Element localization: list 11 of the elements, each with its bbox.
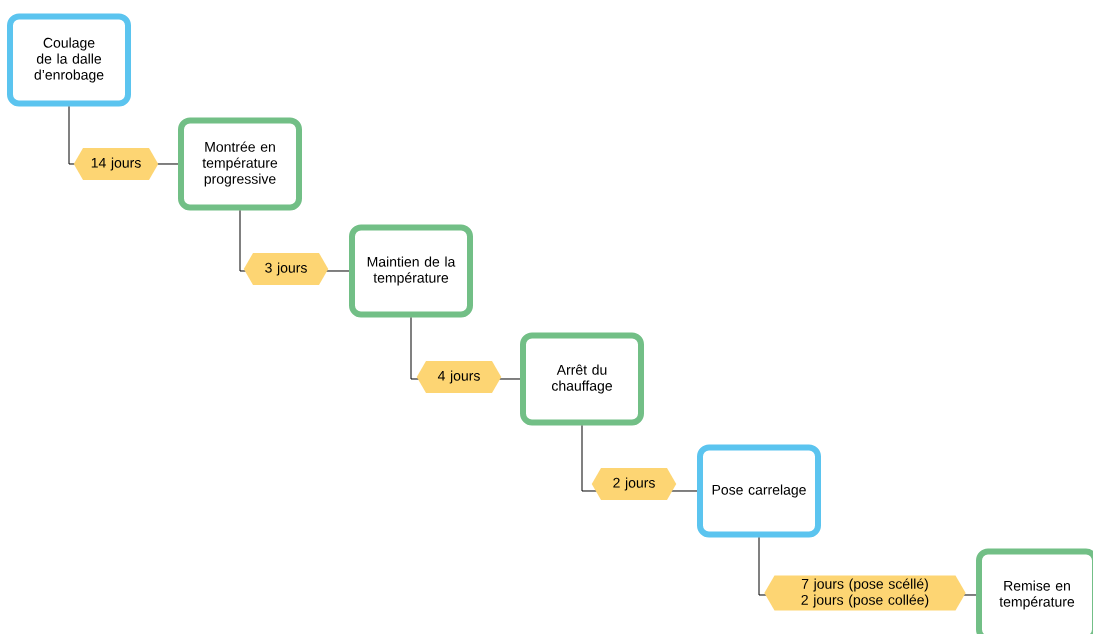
process-box: Pose carrelage [697, 444, 821, 538]
edge-label: 14 jours [73, 148, 159, 180]
process-box: Arrêt du chauffage [520, 332, 644, 426]
process-box: Remise en température [976, 548, 1093, 634]
edge-label: 4 jours [416, 361, 502, 393]
process-box: Maintien de la température [349, 224, 473, 318]
edge-label: 3 jours [243, 253, 329, 285]
process-box: Montrée en température progressive [178, 117, 302, 211]
process-box: Coulage de la dalle d’enrobage [7, 13, 131, 107]
edge-label: 2 jours [591, 468, 677, 500]
edge-label: 7 jours (pose scéllé) 2 jours (pose collée) [764, 575, 966, 611]
